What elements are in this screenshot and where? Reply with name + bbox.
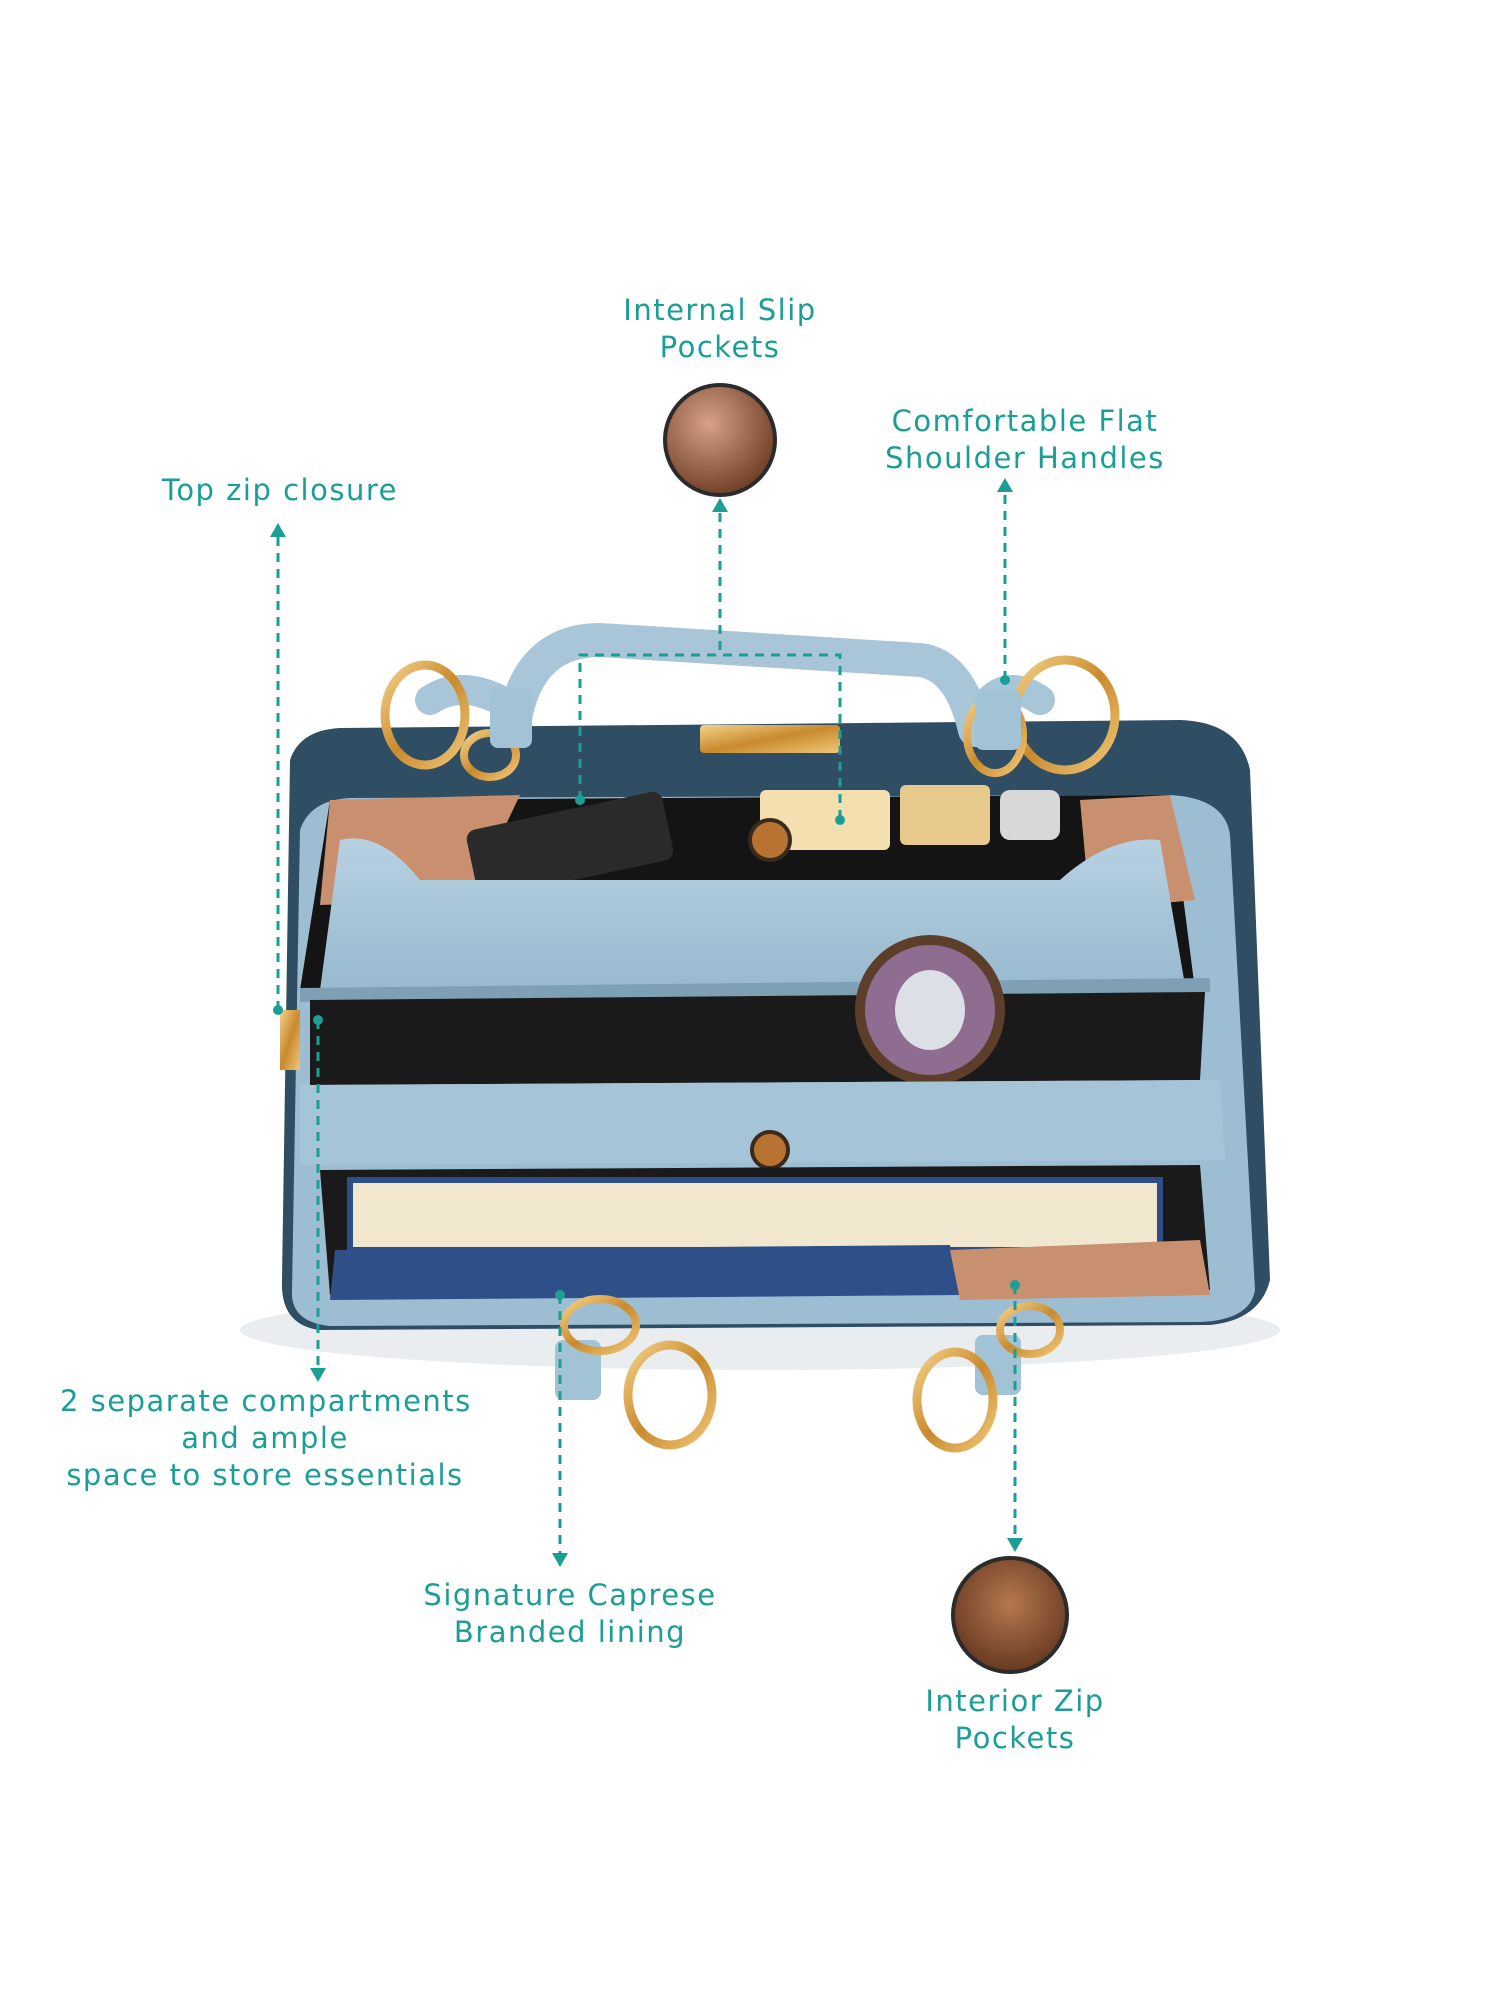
callout-compartments-line3: space to store essentials [66,1458,464,1492]
callout-handles: Comfortable Flat Shoulder Handles [880,403,1170,477]
ring-bottom-right-1 [912,1347,998,1453]
dot-zip-pockets [1010,1280,1020,1290]
dot-lining [555,1290,565,1300]
detail-zip-pockets [951,1556,1069,1674]
top-zipper [299,978,1211,1002]
callout-zip-pockets-line1: Interior Zip [925,1684,1105,1718]
arrow-lining [552,1553,568,1567]
dot-handles [1000,675,1010,685]
callout-lining-line2: Branded lining [453,1615,687,1649]
arrow-handles [997,478,1013,492]
arrow-zip-pockets [1007,1538,1023,1552]
callout-compartments-line2: and ample [181,1421,349,1455]
callout-zip-closure-line1: Top zip closure [162,473,398,507]
callout-lines [276,490,1017,1555]
dot-slip-right [835,815,845,825]
middle-compartment [310,992,1205,1085]
dot-compartments [313,1015,323,1025]
callout-zip-closure: Top zip closure [140,472,420,509]
magnet-button-top [748,818,792,862]
arrow-slip-pockets [712,498,728,512]
callout-slip-pockets: Internal Slip Pockets [620,292,820,366]
callout-slip-pockets-line2: Pockets [659,330,781,364]
callout-compartments-line1: 2 separate compartments [60,1384,472,1418]
callout-zip-pockets-line2: Pockets [954,1721,1076,1755]
lower-lining-right [950,1240,1210,1300]
item-notebook [347,1177,1163,1253]
callout-dots [273,675,1020,1300]
callout-lining: Signature Caprese Branded lining [420,1577,720,1651]
callout-compartments: 2 separate compartments and ample space … [60,1383,470,1494]
callout-slip-pockets-line1: Internal Slip [623,293,817,327]
callout-lining-line1: Signature Caprese [423,1578,717,1612]
ring-bottom-left-2 [560,1295,640,1355]
zip-pull [280,1010,300,1070]
tab-top-left [490,688,532,748]
item-notebook-cover [330,1245,960,1300]
ring-top-left [380,660,470,770]
item-phone [466,791,674,899]
item-bottle [1000,790,1060,840]
front-handle [498,622,992,747]
callout-handles-line1: Comfortable Flat [891,404,1159,438]
ring-bottom-right-2 [996,1302,1064,1358]
callout-arrowheads [270,478,1023,1567]
ring-bottom-left-1 [623,1340,717,1450]
item-lipstick-1 [760,790,890,850]
brand-plate [700,725,840,753]
detail-slip-pockets [663,383,777,497]
dot-zip-closure [273,1005,283,1015]
compact-mirror-face [895,970,965,1050]
tab-bottom-left [555,1340,601,1400]
arrow-compartments [310,1368,326,1382]
lower-flap [300,1080,1225,1165]
line-slip-bracket [578,653,842,820]
dot-slip-left [575,795,585,805]
tab-top-right [975,690,1021,750]
magnet-button-bottom [750,1130,790,1170]
item-lipstick-2 [900,785,990,845]
arrow-zip-closure [270,523,286,537]
callout-handles-line2: Shoulder Handles [885,441,1165,475]
callout-zip-pockets: Interior Zip Pockets [890,1683,1140,1757]
